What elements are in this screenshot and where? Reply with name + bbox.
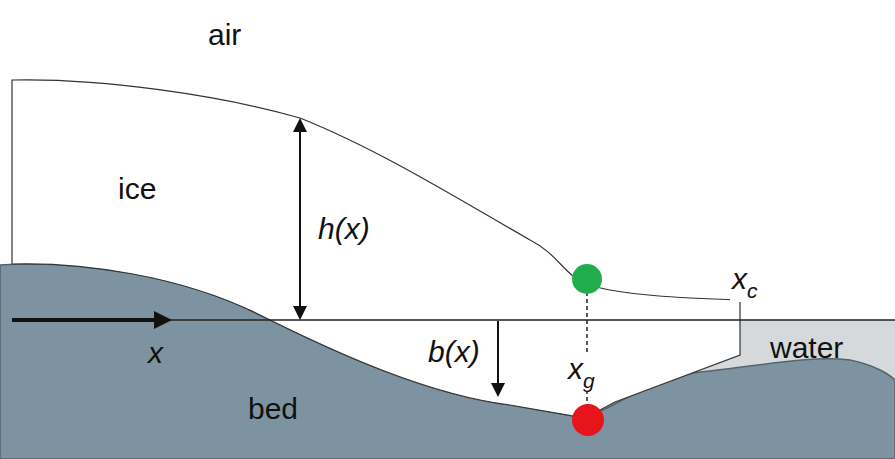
region-label: ice	[118, 172, 156, 205]
grounding-dashed-line	[586, 285, 588, 412]
ice-body	[12, 80, 740, 418]
grounding-line-dot	[572, 404, 604, 436]
region-label: air	[208, 18, 241, 51]
surface-marker-dot	[572, 264, 602, 294]
symbol-label: b(x)	[428, 335, 480, 368]
symbol-label: xc	[730, 262, 760, 302]
thickness-arrow	[299, 121, 301, 317]
x-axis-arrow	[12, 318, 168, 322]
axis-label: x	[148, 336, 163, 369]
region-label: bed	[248, 392, 298, 425]
bed-depth-arrow	[497, 321, 499, 394]
region-label: water	[770, 331, 843, 364]
sea-level-line	[12, 319, 895, 321]
symbol-label: xg	[566, 352, 597, 392]
symbol-label: h(x)	[318, 212, 370, 245]
